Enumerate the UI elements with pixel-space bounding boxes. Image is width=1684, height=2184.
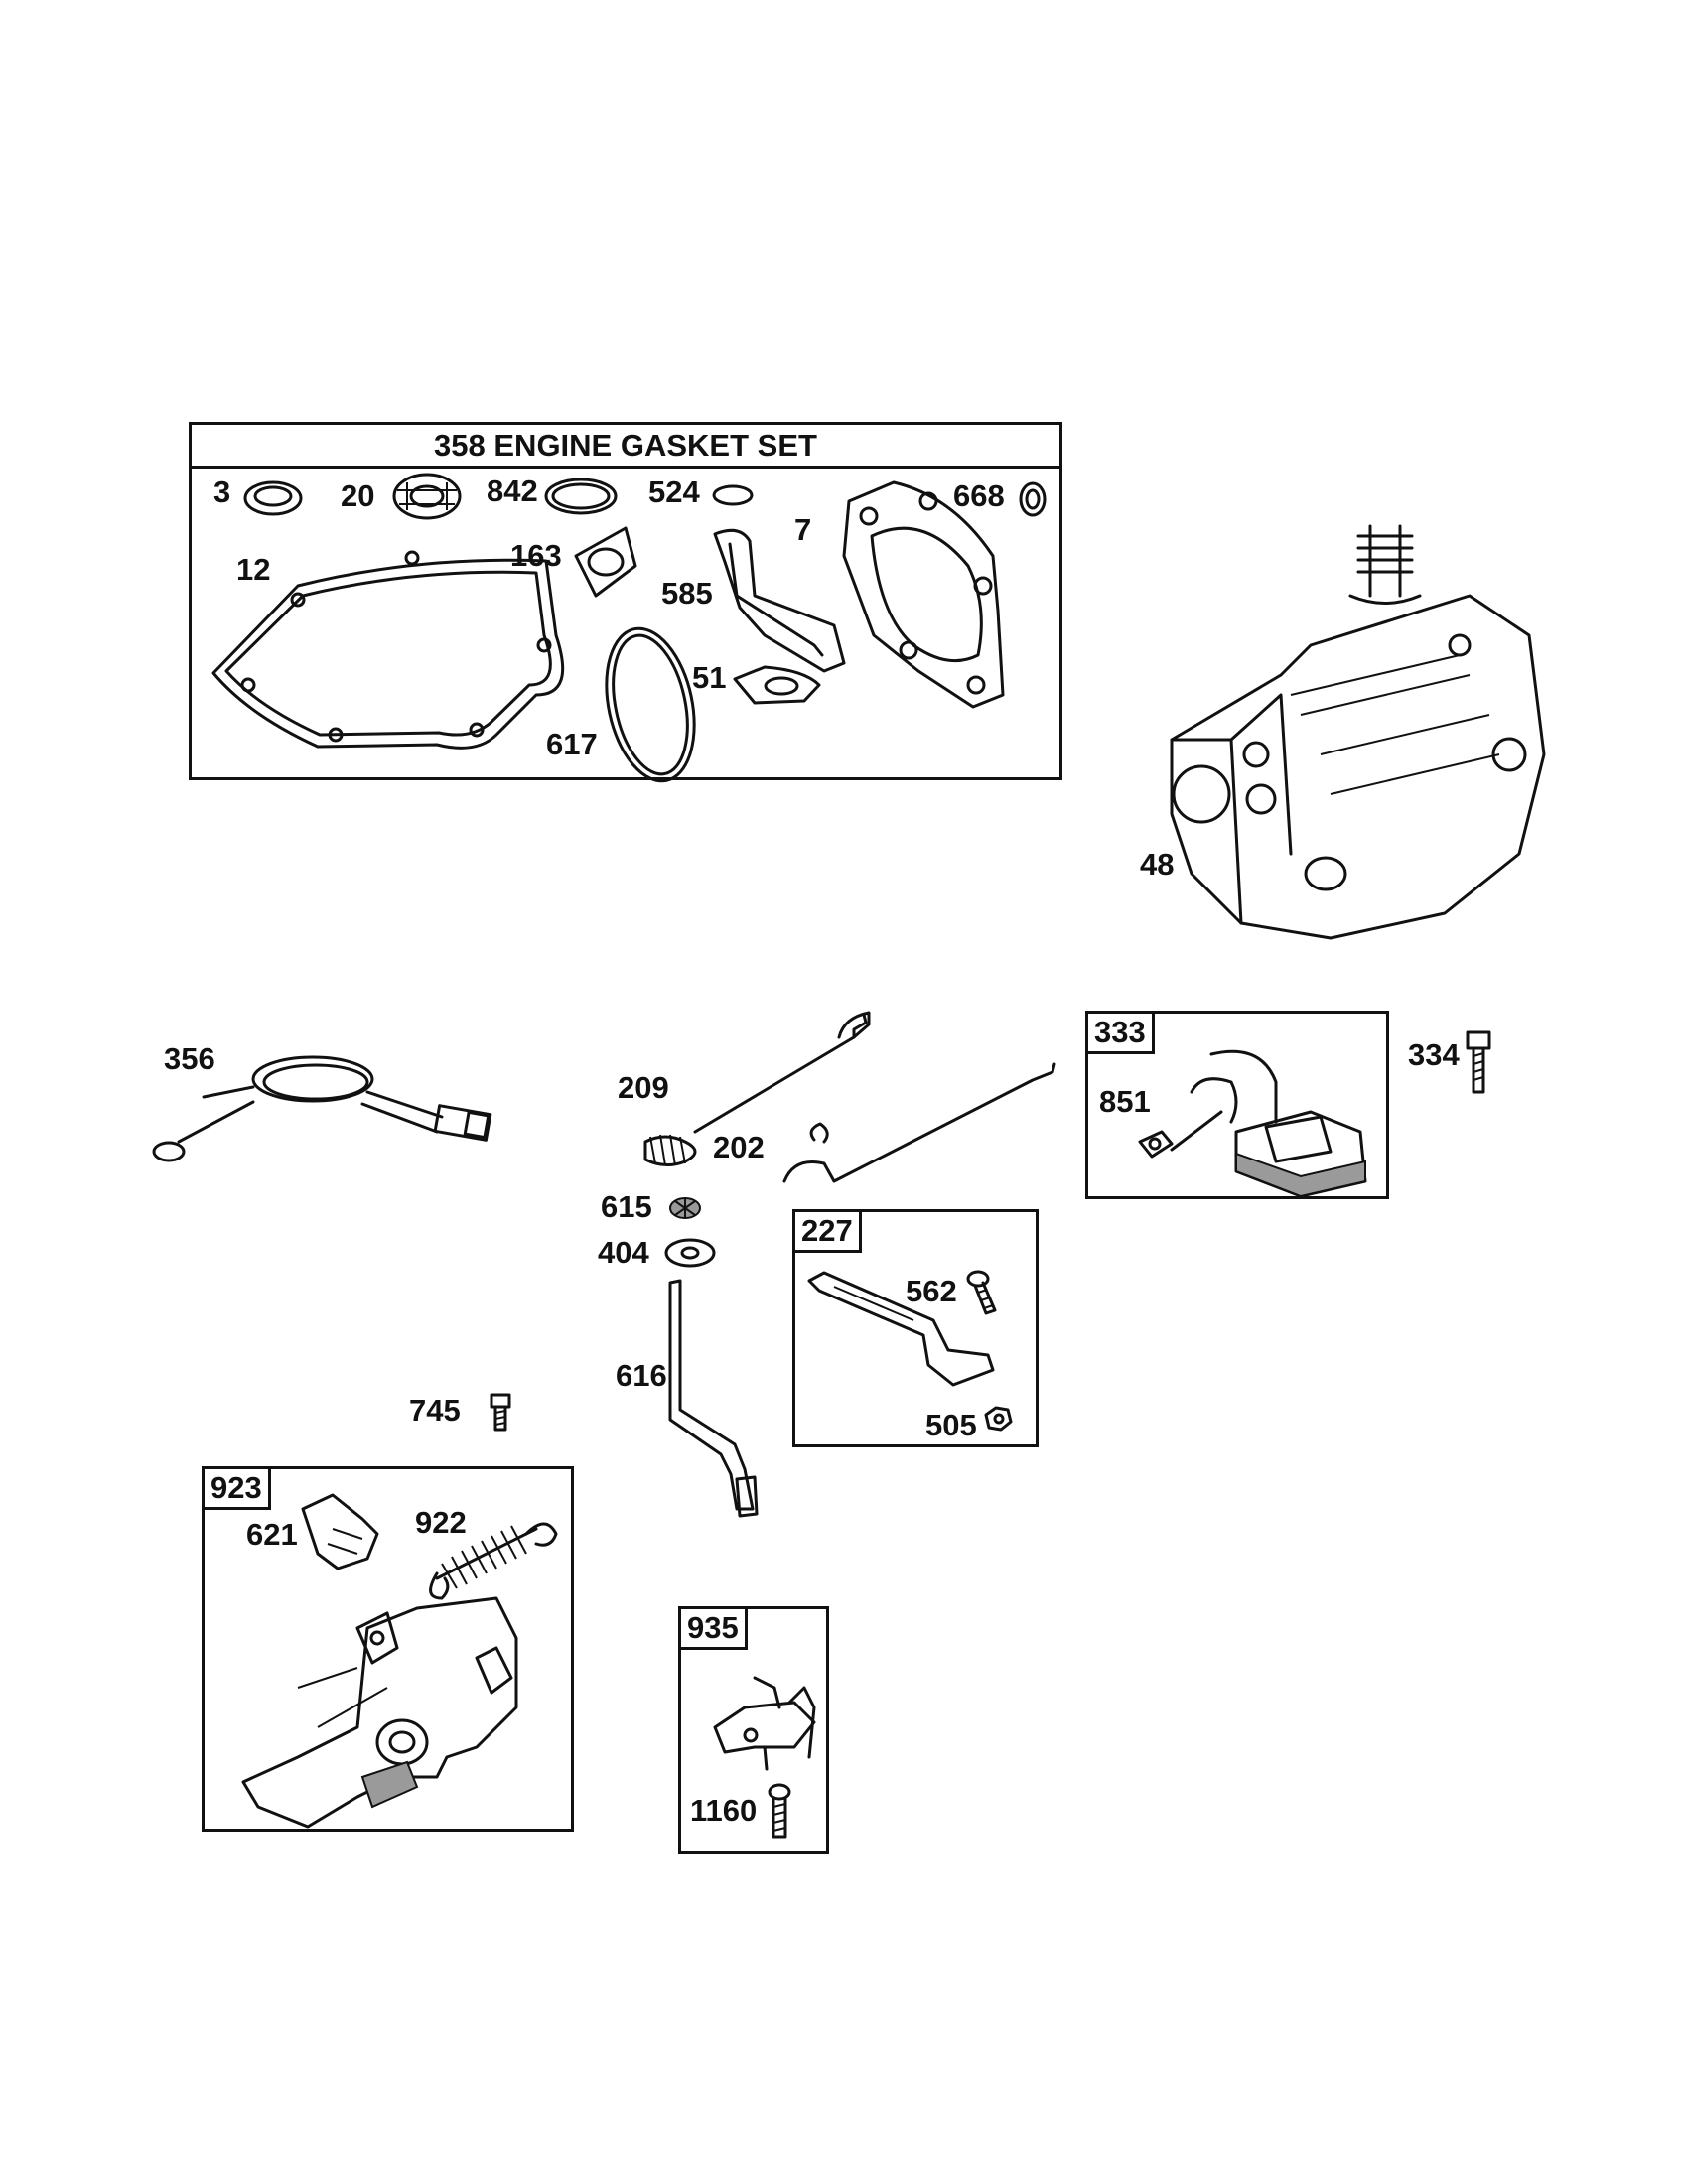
callout-615: 615 [601, 1189, 652, 1224]
part-851-terminal [1138, 1130, 1174, 1159]
part-3-seal-ring [243, 480, 303, 516]
part-404-washer [664, 1238, 716, 1268]
part-209-governor-spring [643, 1011, 871, 1166]
part-615-retainer [669, 1197, 701, 1219]
callout-617: 617 [546, 727, 598, 761]
part-621-clip [301, 1493, 379, 1570]
part-935-bracket [713, 1676, 816, 1771]
callout-922: 922 [415, 1505, 467, 1540]
callout-585: 585 [661, 576, 713, 611]
part-334-screw [1466, 1030, 1491, 1094]
part-923-control-bracket [241, 1596, 518, 1829]
part-51-gasket [733, 665, 821, 705]
callout-20: 20 [341, 478, 375, 513]
callout-842: 842 [487, 474, 538, 508]
part-842-o-ring [544, 478, 618, 515]
part-48-cylinder-block [1170, 524, 1546, 940]
part-617-gasket-ring [605, 626, 696, 783]
callout-12: 12 [236, 552, 271, 587]
part-745-screw [490, 1393, 511, 1432]
kit-box-935: 935 [678, 1606, 829, 1854]
part-505-nut [984, 1406, 1013, 1432]
part-616-governor-shaft [668, 1279, 759, 1518]
callout-1160: 1160 [690, 1793, 758, 1828]
callout-51: 51 [692, 660, 727, 695]
part-562-screw [966, 1270, 997, 1315]
kit-box-227: 227 [792, 1209, 1039, 1447]
part-668-washer [1019, 481, 1047, 517]
callout-3: 3 [213, 475, 231, 509]
callout-745: 745 [409, 1393, 461, 1428]
part-227-governor-lever [807, 1271, 995, 1387]
callout-209: 209 [618, 1070, 669, 1105]
part-524-o-ring [712, 484, 754, 506]
callout-505: 505 [925, 1408, 977, 1442]
part-20-oil-seal [392, 473, 462, 520]
callout-668: 668 [953, 478, 1005, 513]
callout-202: 202 [713, 1130, 765, 1164]
part-585-gasket [713, 528, 846, 673]
callout-562: 562 [906, 1274, 957, 1308]
kit-box-923-number: 923 [202, 1466, 271, 1510]
callout-334: 334 [1408, 1037, 1460, 1072]
part-7-cylinder-head-gasket [842, 480, 1005, 709]
part-163-gasket [574, 526, 637, 598]
kit-box-333-number: 333 [1085, 1011, 1155, 1054]
kit-box-227-number: 227 [792, 1209, 862, 1253]
callout-48: 48 [1140, 847, 1175, 882]
part-1160-screw [768, 1783, 791, 1839]
callout-356: 356 [164, 1041, 215, 1076]
part-356-ground-wire [152, 1055, 492, 1162]
kit-box-935-number: 935 [678, 1606, 748, 1650]
callout-616: 616 [616, 1358, 667, 1393]
callout-163: 163 [510, 538, 562, 573]
part-12-crankcase-gasket [211, 550, 565, 750]
callout-404: 404 [598, 1235, 649, 1270]
engine-gasket-set-title: 358 ENGINE GASKET SET [192, 425, 1059, 469]
callout-7: 7 [794, 512, 812, 547]
callout-524: 524 [648, 475, 700, 509]
callout-851: 851 [1099, 1084, 1151, 1119]
engine-gasket-set-box: 358 ENGINE GASKET SET [189, 422, 1062, 780]
callout-621: 621 [246, 1517, 298, 1552]
part-202-governor-link [782, 1062, 1056, 1183]
kit-box-333: 333 [1085, 1011, 1389, 1199]
kit-box-923: 923 [202, 1466, 574, 1832]
part-922-governor-spring [429, 1522, 558, 1600]
